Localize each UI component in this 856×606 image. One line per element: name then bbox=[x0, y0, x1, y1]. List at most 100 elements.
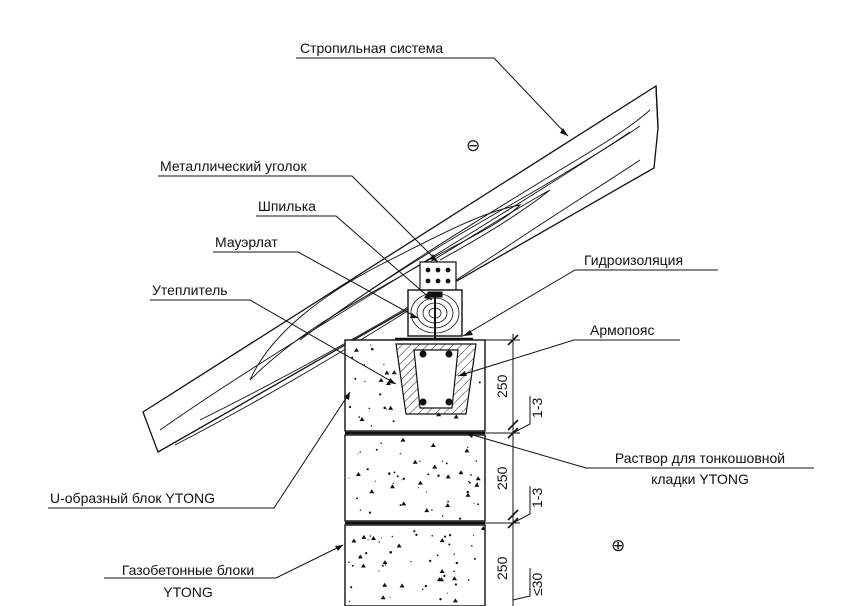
speckle bbox=[396, 475, 399, 478]
speckle bbox=[443, 535, 447, 538]
speckle bbox=[348, 600, 351, 603]
speckle bbox=[417, 480, 423, 485]
aac-texture bbox=[348, 344, 486, 603]
label-stud: Шпилька bbox=[258, 198, 316, 214]
speckle bbox=[388, 405, 394, 410]
speckle bbox=[448, 534, 452, 537]
label-aac-line2: YTONG bbox=[163, 584, 213, 600]
speckle bbox=[441, 515, 444, 517]
speckle bbox=[388, 472, 391, 475]
speckle bbox=[354, 377, 357, 380]
dim-block-1: 250 bbox=[494, 374, 510, 398]
speckle bbox=[454, 583, 457, 586]
label-rafter-system: Стропильная система bbox=[300, 40, 444, 56]
speckle bbox=[351, 538, 357, 543]
speckle bbox=[378, 377, 384, 382]
speckle bbox=[448, 543, 451, 546]
leader-arrows bbox=[335, 128, 568, 551]
label-mortar-line2: кладки YTONG bbox=[651, 471, 749, 487]
speckle bbox=[436, 577, 442, 582]
label-aac-line1: Газобетонные блоки bbox=[121, 562, 255, 578]
speckle bbox=[392, 482, 394, 485]
label-u-block: U-образный блок YTONG bbox=[50, 490, 215, 506]
speckle bbox=[359, 509, 362, 511]
speckle bbox=[464, 448, 470, 453]
label-waterproofing: Гидроизоляция bbox=[584, 252, 684, 268]
speckle bbox=[368, 407, 371, 410]
speckle bbox=[348, 477, 350, 479]
speckle bbox=[356, 497, 358, 500]
speckle bbox=[453, 570, 455, 573]
speckle bbox=[353, 347, 359, 352]
speckle bbox=[467, 579, 470, 581]
speckle bbox=[359, 417, 365, 421]
speckle bbox=[389, 551, 392, 554]
speckle bbox=[472, 535, 475, 537]
metal-angle bbox=[419, 261, 457, 291]
inside-sign: ⊕ bbox=[611, 536, 625, 556]
speckle bbox=[402, 477, 406, 480]
speckle bbox=[357, 453, 359, 455]
speckle bbox=[445, 462, 448, 465]
speckle bbox=[382, 582, 388, 587]
speckle bbox=[424, 508, 430, 513]
speckle bbox=[366, 468, 369, 471]
speckle bbox=[383, 363, 385, 366]
dim-gap: ≤30 bbox=[529, 573, 545, 596]
speckle bbox=[374, 480, 376, 482]
speckle bbox=[399, 583, 405, 588]
speckle bbox=[473, 557, 476, 560]
speckle bbox=[447, 500, 449, 503]
speckle bbox=[437, 474, 440, 477]
speckle bbox=[467, 446, 469, 449]
speckle bbox=[399, 504, 402, 507]
speckle bbox=[383, 406, 386, 410]
speckle bbox=[358, 416, 361, 418]
speckle bbox=[480, 526, 486, 530]
speckle bbox=[431, 509, 433, 511]
speckle bbox=[384, 370, 390, 375]
dim-block-3: 250 bbox=[494, 556, 510, 580]
label-insulation: Утеплитель bbox=[152, 282, 228, 298]
speckle bbox=[371, 536, 376, 540]
speckle bbox=[350, 586, 353, 589]
speckle bbox=[399, 453, 401, 455]
speckle bbox=[396, 543, 402, 548]
label-metal-angle: Металлический уголок bbox=[160, 158, 307, 174]
speckle bbox=[371, 347, 374, 351]
speckle bbox=[445, 503, 451, 508]
speckle bbox=[382, 560, 388, 565]
speckle bbox=[348, 561, 350, 564]
dim-joint-2: 1-3 bbox=[529, 488, 545, 508]
leader-lines bbox=[48, 57, 814, 579]
speckle bbox=[422, 588, 424, 591]
speckle bbox=[430, 443, 436, 447]
speckle bbox=[412, 459, 418, 464]
outside-sign: ⊖ bbox=[466, 136, 480, 156]
speckle bbox=[459, 517, 462, 520]
speckle bbox=[378, 570, 380, 572]
speckle bbox=[419, 460, 421, 462]
speckle bbox=[413, 530, 416, 533]
speckle bbox=[453, 414, 459, 419]
speckle bbox=[381, 564, 384, 567]
speckle bbox=[439, 569, 445, 573]
speckle bbox=[441, 460, 444, 462]
speckle bbox=[384, 564, 386, 566]
speckle bbox=[370, 425, 373, 427]
speckle bbox=[436, 554, 439, 557]
dimension-chain bbox=[485, 334, 531, 606]
speckle bbox=[427, 473, 430, 476]
speckle bbox=[364, 380, 366, 383]
dimension-texts: 250 1-3 250 1-3 250 ≤30 bbox=[494, 374, 545, 596]
speckle bbox=[431, 535, 434, 537]
speckle bbox=[446, 592, 449, 594]
speckle bbox=[370, 344, 372, 346]
speckle bbox=[478, 381, 481, 384]
speckle bbox=[468, 480, 470, 482]
speckle bbox=[439, 597, 442, 601]
speckle bbox=[391, 370, 397, 375]
speckle bbox=[360, 563, 366, 568]
speckle bbox=[355, 472, 361, 476]
dim-joint-1: 1-3 bbox=[529, 398, 545, 418]
